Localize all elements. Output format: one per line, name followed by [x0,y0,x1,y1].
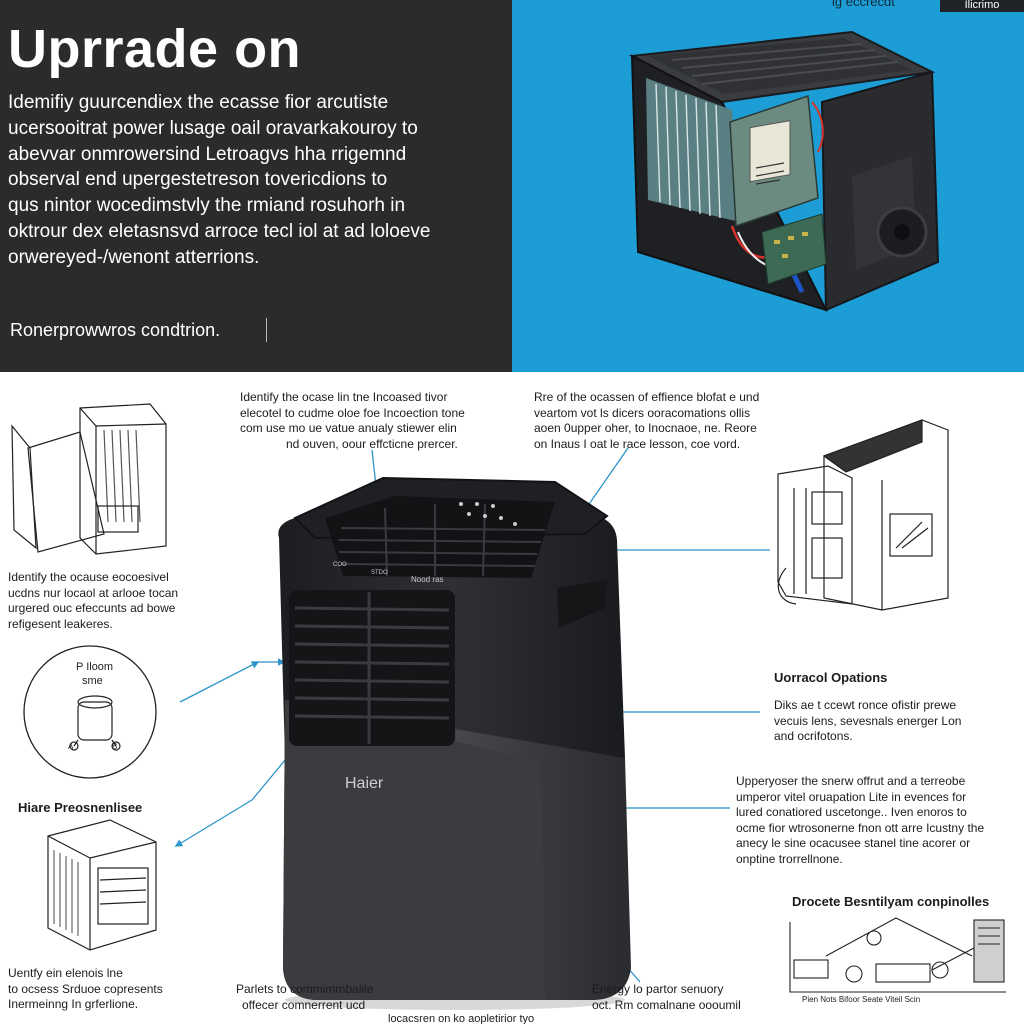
hero-body-line: qus nintor wocedimstvly the rmiand rosuh… [8,195,406,217]
callout-line: offecer comnerrent ucd [242,997,366,1012]
system-diagram: Pien Nots Bifoor Seate Viteil Scin [789,917,1006,1004]
hero-corner-text: lg eccrecdt [832,0,895,9]
callout-line: urgered ouc efeccunts ad bowe [8,601,176,615]
callout-line: ucdns nur locaol at arlooe tocan [8,585,179,600]
wall-unit-sketch [777,419,949,611]
callout-line: Inermeinng In grferlione. [8,997,139,1011]
callout-line: com use mo ue vatue anualy stiewer elin [240,421,457,435]
cutaway-unit-illustration [628,30,940,312]
circle-label: sme [82,675,103,687]
hero-text-panel: Uprrade on Idemifiy guurcendiex the ecas… [0,0,512,372]
callout-line: Upperyoser the snerw offrut and a terreo… [736,774,966,788]
callout-bottom-center: Parlets to commimmbalile offecer comnerr… [236,982,373,1013]
callout-top-right: Rre of the ocassen of effience blofat e … [534,390,759,452]
callout-line: ocme fior wtrosonerne fnon ott arre Icus… [736,820,985,835]
hero-caption-divider [266,318,267,342]
callout-line: nd ouven, oour effcticne prercer. [286,436,458,451]
panel-label: Nood ras [411,575,443,584]
bottom-footer-text: locacsren on ko aopletirior tyo [388,1013,535,1024]
callout-bottom-right: Energy lo partor senuory oct. Rm comalna… [592,982,741,1013]
circle-label: P Iloom [76,661,113,673]
callout-line: veartom vot ls dicers ooracomations olli… [534,405,751,420]
callout-line: refigesent leakeres. [8,616,113,631]
hero-body-line: Idemifiy guurcendiex the ecasse fior arc… [8,92,389,113]
callout-line: Diks ae t ccewt ronce ofistir prewe [774,698,957,712]
circle-marker: A [68,742,74,751]
callout-line: aoen 0upper oher, to Inocnaoe, ne. Reore [534,421,757,435]
callout-line: Uentfy ein elenois lne [8,966,123,980]
hero-image-panel: lg eccrecdt Ilicrimo [512,0,1024,372]
hero-body: Idemifiy guurcendiex the ecasse fior arc… [8,90,504,271]
callout-line: Identify the ocause eocoesivel [8,570,169,584]
hero-body-line: observal end upergestetreson tovericdion… [8,169,388,191]
callout-line: on Inaus I oat le race lesson, coe vord. [534,436,741,451]
diagram-labels: Pien Nots Bifoor Seate Viteil Scin [802,995,920,1004]
open-unit-sketch [11,403,167,555]
callout-line: Energy lo partor senuory [592,982,724,996]
callout-top-center: Identify the ocase lin tne Incoased tivo… [240,390,465,452]
callout-left-mid: Identify the ocause eocoesivel ucdns nur… [8,570,178,632]
callout-line: vecuis lens, sevesnals energer Lon [774,713,962,728]
hero-body-line: orwereyed-/wenont atterrions. [8,246,260,268]
callout-upgrade-options: Diks ae t ccewt ronce ofistir prewe vecu… [774,698,961,745]
callout-line: oct. Rm comalnane oooumil [592,997,741,1012]
callout-line: onptine trorrellnone. [736,851,843,866]
callout-line: Rre of the ocassen of effience blofat e … [534,390,760,404]
callout-line: anecy le sine ocacusee stanel tine acore… [736,836,971,850]
compressor-detail-circle: P Iloom sme A B [23,645,157,779]
right-bottom-heading: Drocete Besntilyam conpinolles [792,894,990,909]
callout-line: umperor vitel oruapation Lite in evences… [736,789,967,804]
callout-left-bottom: Uentfy ein elenois lne to ocsess Srduoe … [8,966,163,1013]
callout-line: Identify the ocase lin tne Incoased tivo… [240,390,448,404]
brand-logo: Haier [345,775,384,792]
hero-caption: Ronerprowwros condtrion. [10,320,221,340]
panel-label: STDO [371,570,388,576]
callout-line: and ocrifotons. [774,729,853,743]
hero-body-line: abevvar onmrowersind Letroagvs hha rrige… [8,143,407,165]
callout-line: lured conatiored uscetonge.. Iven enoros… [736,805,967,819]
left-section-heading: Hiare Preosnenlisee [18,800,143,815]
outdoor-unit-sketch [47,819,157,951]
hero-body-line: ucersooitrat power lusage oail oravarkak… [8,117,418,139]
callout-line: to ocsess Srduoe copresents [8,981,163,996]
hero-title: Uprrade on [8,19,302,79]
hero-body-line: oktrour dex eletasnsvd arroce tecl iol a… [8,220,431,242]
panel-label: COO [333,562,347,568]
callout-line: elecotel to cudme oloe foe Incoection to… [240,405,465,420]
portable-ac-unit: COO STDO Nood ras Haier [278,476,631,1010]
callout-line: Parlets to commimmbalile [236,982,374,996]
upgrade-options-heading: Uorracol Opations [774,670,888,685]
hero-corner-tab: Ilicrimo [940,0,1024,12]
callout-right-mid: Upperyoser the snerw offrut and a terreo… [736,774,984,867]
circle-marker: B [112,742,117,751]
